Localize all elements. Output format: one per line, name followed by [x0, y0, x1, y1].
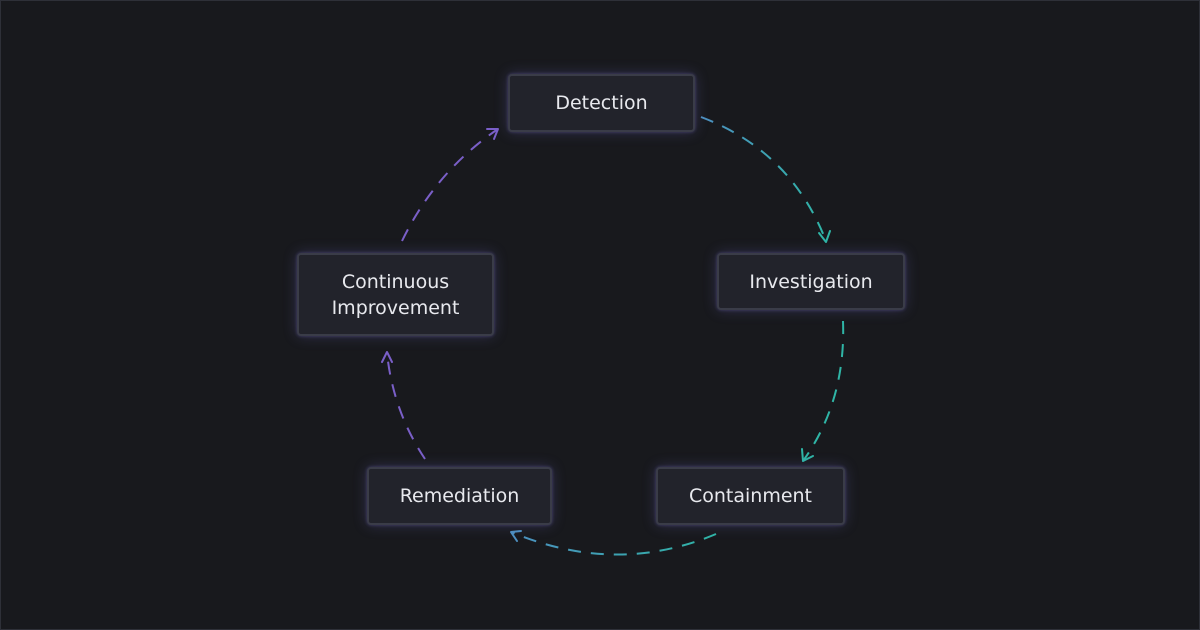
arrow-investigation-to-containment [802, 320, 845, 462]
node-improvement-label-line1: Continuous [341, 270, 450, 293]
node-investigation: Investigation [717, 253, 905, 310]
node-containment-label: Containment [688, 485, 813, 507]
node-investigation-label: Investigation [749, 270, 873, 293]
node-remediation-label: Remediation [399, 485, 520, 507]
node-detection-label: Detection [555, 92, 648, 114]
arrowhead-detection [486, 128, 499, 140]
node-improvement-label-line2: Improvement [331, 296, 460, 319]
node-detection: Detection [508, 74, 695, 132]
arrow-containment-to-remediation [510, 531, 717, 556]
node-continuous-improvement: Continuous Improvement [297, 253, 494, 336]
arrow-remediation-to-improvement [386, 352, 426, 460]
node-continuous-improvement-text: Continuous Improvement [332, 269, 460, 321]
arrowhead-improvement [381, 351, 393, 363]
arrow-detection-to-investigation [700, 116, 827, 242]
arrowhead-remediation [510, 530, 522, 542]
node-remediation: Remediation [367, 467, 552, 525]
node-containment: Containment [656, 467, 845, 525]
arrowhead-containment [801, 448, 814, 462]
arrowhead-investigation [818, 230, 831, 243]
arrow-improvement-to-detection [401, 128, 499, 242]
